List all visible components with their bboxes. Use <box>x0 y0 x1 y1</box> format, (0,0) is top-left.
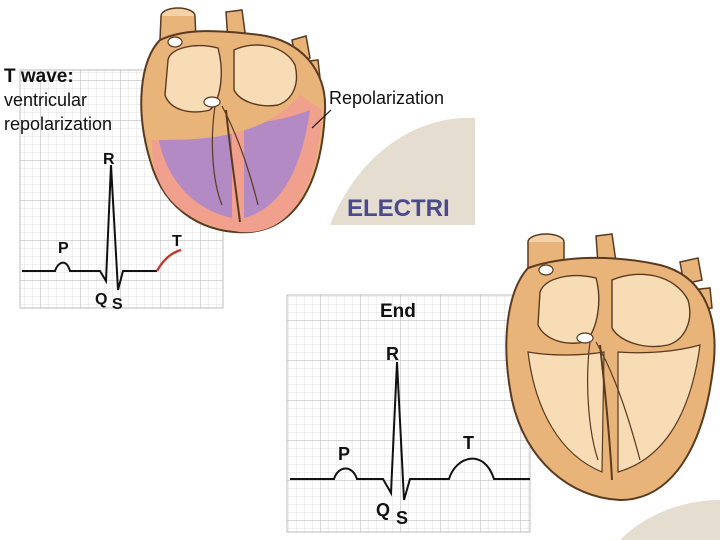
backdrop-arc-bottom <box>620 500 720 540</box>
callout-leader <box>311 109 332 129</box>
bundle-branch-left-top <box>211 105 223 206</box>
septum-bottom <box>599 344 613 481</box>
av-node-bottom <box>576 332 594 344</box>
ecg-trace-top <box>22 164 157 291</box>
wave-label-s-top: S <box>112 296 123 313</box>
heart-illustration-top <box>140 7 327 234</box>
wave-label-p-bottom: P <box>338 444 350 464</box>
wave-label-t-bottom: T <box>463 433 474 453</box>
t-wave-highlight <box>155 248 182 272</box>
ventricle-right-bottom <box>617 344 701 473</box>
bundle-branch-left-bottom <box>587 341 599 461</box>
wave-label-r-bottom: R <box>386 344 399 364</box>
ecg-grid-bottom <box>286 294 531 533</box>
wave-label-q-top: Q <box>95 291 107 308</box>
panel-title-line3: repolarization <box>4 114 112 134</box>
panel-title-line2: ventricular <box>4 90 87 110</box>
atrium-right-top <box>233 44 298 107</box>
wave-label-s-bottom: S <box>396 508 408 528</box>
wave-label-r-top: R <box>103 151 115 168</box>
ecg-trace-bottom <box>290 361 530 501</box>
wave-label-t-top: T <box>172 233 182 250</box>
heart-illustration-bottom <box>505 233 716 502</box>
septum-top <box>225 109 241 223</box>
panel-title-bold: T wave: <box>4 66 74 87</box>
atrium-left-top <box>164 44 222 113</box>
callout-repolarization: Repolarization <box>329 88 444 108</box>
atrium-right-bottom <box>611 273 691 348</box>
slide-heading: ELECTRI <box>347 195 450 222</box>
bundle-branch-right-bottom <box>595 341 641 461</box>
ventricle-left-bottom <box>527 351 605 473</box>
backdrop-arc-top <box>330 117 475 225</box>
wave-label-q-bottom: Q <box>376 500 390 520</box>
ecg-panel-bottom: End R P T Q S <box>286 294 531 533</box>
sa-node-bottom <box>538 264 554 276</box>
av-node-top <box>203 96 221 108</box>
ventricle-purple-left-top <box>158 128 232 218</box>
atrium-left-bottom <box>537 275 600 344</box>
wave-label-p-top: P <box>58 240 69 257</box>
ventricle-purple-right-top <box>244 110 310 218</box>
bundle-branch-right-top <box>221 105 259 206</box>
panel-title-end: End <box>380 301 416 322</box>
sa-node-top <box>167 36 183 48</box>
